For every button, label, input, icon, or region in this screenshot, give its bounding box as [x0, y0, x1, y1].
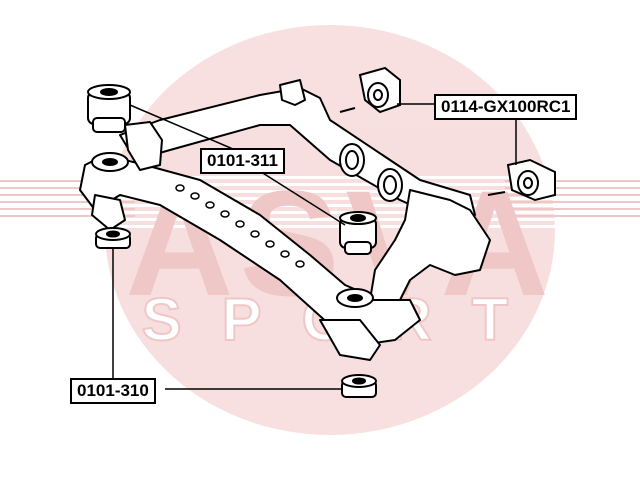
part-label-0114-gx100rc1: 0114-GX100RC1 [434, 94, 578, 120]
bushing-bottom-center [341, 374, 377, 398]
part-label-0101-311: 0101-311 [200, 148, 285, 174]
bushing-center [339, 211, 377, 255]
bushings [87, 66, 556, 398]
rear-bushing-2 [377, 168, 403, 202]
rear-bracket [279, 79, 306, 106]
front-beam [79, 154, 421, 346]
leader-lines [112, 103, 517, 390]
bushing-front-mount [91, 152, 129, 172]
left-foot [91, 194, 126, 231]
right-rail [369, 189, 491, 301]
bushing-bottom-left [95, 227, 131, 249]
arm-bushing-right [487, 158, 556, 202]
rear-bushing-1 [339, 143, 365, 177]
leader-311-b [257, 169, 346, 226]
lower-right [319, 319, 381, 361]
watermark-stripes [0, 176, 640, 228]
part-label-0101-310: 0101-310 [70, 378, 156, 404]
bushing-top-left [87, 84, 131, 133]
beam-holes [175, 184, 305, 268]
arm-bushing-top [339, 66, 401, 114]
bushing-lower-mount [336, 288, 374, 308]
left-bracket [124, 121, 163, 171]
leader-311-a [129, 104, 241, 153]
